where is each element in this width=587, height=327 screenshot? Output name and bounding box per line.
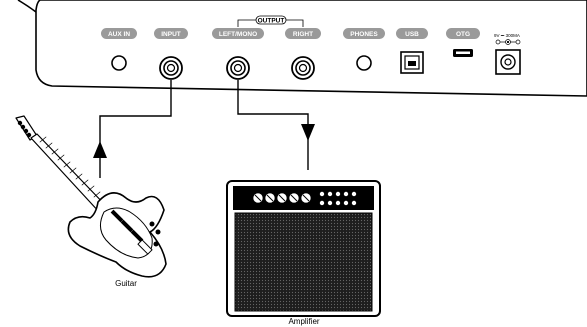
port-label-phones: PHONES [343,28,385,39]
output-group-bracket: OUTPUT [237,15,304,27]
left-mono-jack-icon [226,56,250,80]
port-label-right: RIGHT [285,28,321,39]
port-label-left-mono: LEFT/MONO [212,28,264,39]
port-label-aux-in: AUX IN [101,28,137,39]
input-cable-line [99,80,172,178]
svg-text:OUTPUT: OUTPUT [258,18,285,25]
otg-port-icon [453,49,473,57]
power-jack-icon [495,49,521,75]
guitar-label: Guitar [115,279,137,288]
svg-text:OTG: OTG [456,31,470,38]
power-rating-text: 9V ⎓ 300MA [494,33,520,38]
svg-text:PHONES: PHONES [350,31,378,38]
svg-text:USB: USB [405,31,419,38]
amplifier-label: Amplifier [288,317,319,326]
phones-jack-icon [356,55,372,71]
input-jack-icon [159,56,183,80]
port-label-input: INPUT [154,28,188,39]
port-label-usb: USB [396,28,428,39]
svg-text:AUX IN: AUX IN [108,31,130,38]
usb-port-icon [400,51,424,74]
svg-text:LEFT/MONO: LEFT/MONO [219,31,257,38]
svg-text:INPUT: INPUT [161,31,181,38]
guitar-icon [15,115,167,278]
svg-text:RIGHT: RIGHT [293,31,313,38]
device-body [35,0,587,97]
up-arrow-icon [93,141,107,158]
output-cable-line [237,80,309,170]
aux-in-jack-icon [111,55,127,71]
port-label-otg: OTG [446,28,480,39]
amplifier-icon [226,180,381,317]
down-arrow-icon [301,124,315,141]
polarity-icon [495,39,521,45]
right-jack-icon [291,56,315,80]
